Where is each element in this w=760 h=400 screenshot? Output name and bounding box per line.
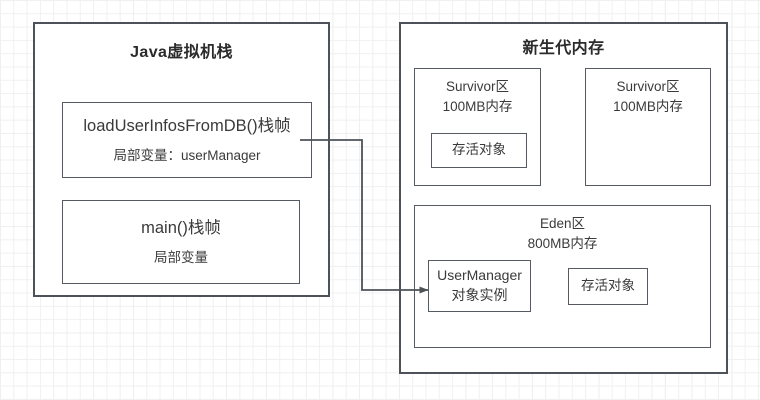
survivor-right-label: Survivor区 100MB内存 — [613, 79, 683, 114]
jvm-stack-title: Java虚拟机栈 — [130, 44, 233, 61]
survivor-left-live-object-box: 存活对象 — [431, 133, 527, 168]
eden-live-object-box: 存活对象 — [568, 268, 648, 305]
eden-label: Eden区 800MB内存 — [527, 216, 598, 251]
survivor-left-label: Survivor区 100MB内存 — [442, 79, 513, 114]
user-manager-instance-line1: UserManager — [437, 267, 522, 284]
main-frame-locals: 局部变量 — [154, 249, 208, 265]
main-frame-box: main()栈帧 局部变量 — [62, 200, 300, 284]
user-manager-instance-line2: 对象实例 — [451, 287, 508, 303]
load-user-infos-frame-locals: 局部变量：userManager — [113, 147, 261, 163]
survivor-left-live-object-label: 存活对象 — [452, 142, 506, 158]
young-generation-title: 新生代内存 — [522, 40, 605, 57]
eden-live-object-label: 存活对象 — [581, 278, 635, 294]
load-user-infos-frame-title: loadUserInfosFromDB()栈帧 — [83, 117, 291, 136]
load-user-infos-frame-box: loadUserInfosFromDB()栈帧 局部变量：userManager — [62, 102, 312, 178]
user-manager-instance-box: UserManager 对象实例 — [428, 260, 531, 312]
reference-arrow — [300, 139, 429, 294]
survivor-right-box: Survivor区 100MB内存 — [585, 68, 711, 186]
main-frame-title: main()栈帧 — [141, 219, 221, 238]
